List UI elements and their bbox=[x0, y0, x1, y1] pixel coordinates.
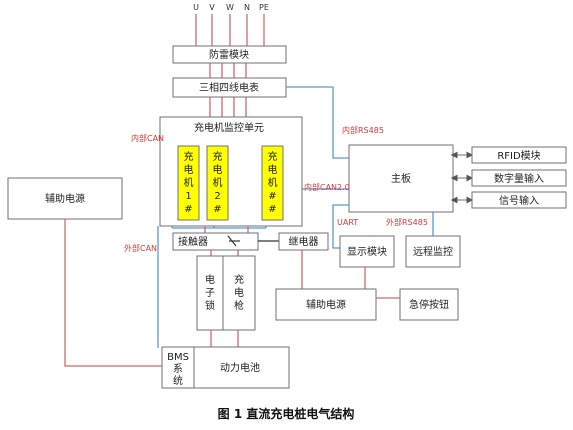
contactor-label: 接触器 bbox=[178, 235, 208, 248]
rfid-module-box bbox=[471, 146, 567, 164]
aux-power-mid-box bbox=[275, 288, 377, 321]
electronic-lock-box bbox=[196, 255, 224, 331]
svg-text:1: 1 bbox=[185, 191, 191, 202]
svg-text:系: 系 bbox=[173, 363, 183, 375]
external-rs485-label: 外部RS485 bbox=[386, 217, 428, 227]
emergency-stop-box bbox=[399, 288, 459, 321]
digital-input-box bbox=[471, 169, 567, 187]
meter-label: 三相四线电表 bbox=[199, 81, 259, 94]
phase-label-w: W bbox=[226, 3, 234, 12]
aux-power-to-bms-line bbox=[64, 219, 162, 367]
charging-gun-label: 充 电 枪 bbox=[234, 273, 244, 312]
meter-to-monitor-lines bbox=[209, 97, 247, 117]
svg-text:统: 统 bbox=[173, 374, 183, 387]
switch-icon bbox=[227, 235, 240, 247]
svg-text:充: 充 bbox=[268, 150, 278, 163]
svg-text:充: 充 bbox=[213, 150, 223, 163]
charger-1-label: 充 电 机 1 # bbox=[184, 150, 194, 215]
charger-1-box bbox=[177, 145, 200, 221]
mainboard-label: 主板 bbox=[391, 172, 411, 185]
phase-label-u: U bbox=[193, 3, 199, 12]
internal-rs485-label: 内部RS485 bbox=[342, 125, 384, 135]
svg-text:电: 电 bbox=[205, 273, 215, 286]
signal-input-box bbox=[471, 191, 567, 209]
surge-module-label: 防雷模块 bbox=[209, 48, 249, 61]
svg-text:电: 电 bbox=[213, 163, 223, 176]
display-module-label: 显示模块 bbox=[347, 246, 387, 258]
svg-text:充: 充 bbox=[234, 273, 244, 286]
svg-text:2: 2 bbox=[214, 191, 220, 202]
svg-text:枪: 枪 bbox=[234, 299, 244, 312]
relay-box bbox=[278, 232, 329, 251]
electronic-lock-label: 电 子 锁 bbox=[205, 273, 215, 312]
power-path-lines bbox=[204, 226, 400, 347]
aux-power-mid-label: 辅助电源 bbox=[306, 298, 346, 311]
svg-text:#: # bbox=[213, 204, 221, 215]
svg-text:电: 电 bbox=[234, 286, 244, 299]
display-module-box bbox=[339, 235, 395, 268]
svg-text:子: 子 bbox=[205, 287, 215, 299]
surge-to-meter-lines bbox=[209, 63, 247, 78]
relay-label: 继电器 bbox=[289, 235, 319, 248]
svg-text:BMS: BMS bbox=[167, 352, 189, 363]
svg-text:#: # bbox=[268, 204, 276, 215]
svg-text:#: # bbox=[184, 204, 192, 215]
svg-text:机: 机 bbox=[184, 176, 194, 189]
svg-text:电: 电 bbox=[184, 163, 194, 176]
charger-n-label: 充 电 机 # # bbox=[268, 150, 278, 215]
figure-caption: 图 1 直流充电桩电气结构 bbox=[218, 406, 355, 421]
external-can-label: 外部CAN bbox=[124, 243, 157, 253]
peripheral-arrows bbox=[450, 151, 474, 204]
internal-can-label: 内部CAN bbox=[131, 133, 164, 143]
aux-power-left-box bbox=[7, 177, 123, 220]
bms-system-label: BMS 系 统 bbox=[167, 352, 189, 387]
monitor-unit-title: 充电机监控单元 bbox=[194, 121, 264, 134]
emergency-stop-label: 急停按钮 bbox=[409, 298, 449, 311]
signal-input-label: 信号输入 bbox=[499, 194, 539, 207]
svg-text:机: 机 bbox=[213, 176, 223, 189]
phase-label-n: N bbox=[244, 3, 250, 12]
phase-labels: U V W N PE bbox=[193, 3, 269, 12]
uart-label: UART bbox=[337, 218, 358, 227]
remote-monitor-label: 远程监控 bbox=[413, 245, 453, 258]
aux-power-left-label: 辅助电源 bbox=[45, 192, 85, 205]
charger-2-label: 充 电 机 2 # bbox=[213, 150, 223, 215]
charger-n-box bbox=[261, 145, 284, 221]
svg-text:#: # bbox=[268, 191, 276, 202]
charging-gun-box bbox=[222, 255, 256, 331]
charger-2-box bbox=[206, 145, 229, 221]
phase-label-pe: PE bbox=[259, 3, 269, 12]
svg-text:充: 充 bbox=[184, 150, 194, 163]
phase-input-lines bbox=[195, 14, 265, 46]
phase-label-v: V bbox=[209, 3, 215, 12]
svg-text:锁: 锁 bbox=[205, 299, 215, 312]
svg-text:机: 机 bbox=[268, 176, 278, 189]
remote-monitor-box bbox=[405, 235, 461, 268]
digital-input-label: 数字量输入 bbox=[494, 172, 544, 185]
internal-can2-label: 内部CAN2.0 bbox=[304, 182, 350, 192]
svg-text:电: 电 bbox=[268, 163, 278, 176]
bms-system-box bbox=[161, 346, 195, 389]
surge-module-box bbox=[172, 45, 287, 64]
rfid-module-label: RFID模块 bbox=[497, 150, 540, 162]
battery-label: 动力电池 bbox=[220, 361, 260, 374]
